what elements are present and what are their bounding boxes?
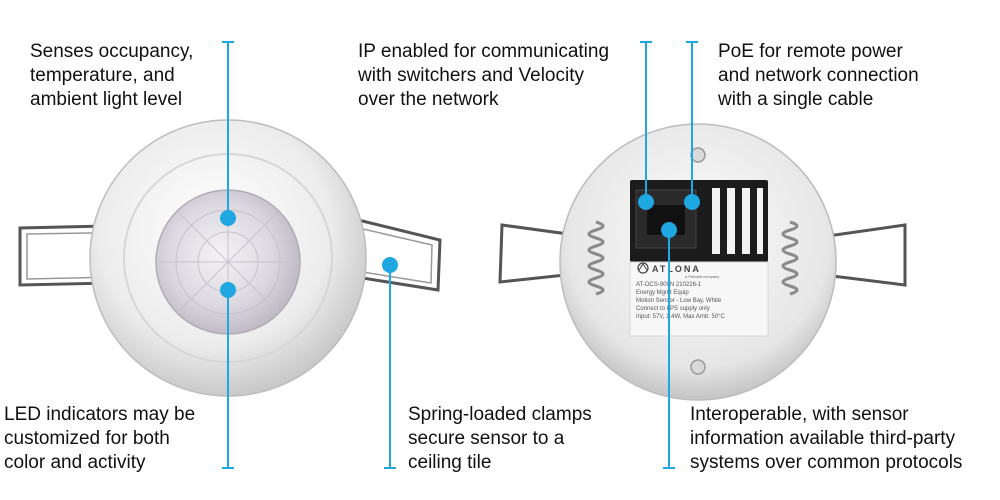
callout-line: with a single cable: [718, 89, 874, 110]
label-brand: ATLONA: [652, 264, 701, 274]
ip-leader: [638, 41, 654, 210]
poe-leader: [684, 41, 700, 210]
front-sensor-device: [18, 119, 442, 397]
right-spring: [781, 220, 799, 296]
occupancy-callout: Senses occupancy, temperature, and ambie…: [30, 40, 193, 112]
left-spring: [587, 220, 605, 296]
vent-slots: [712, 188, 763, 254]
callout-leaders: [220, 41, 700, 469]
top-screw: [690, 147, 706, 163]
clamps-callout: Spring-loaded clamps secure sensor to a …: [408, 403, 592, 475]
left-spring-clip: [498, 223, 613, 284]
clamps-leader: [382, 257, 398, 469]
label-line: Input: 57V, 1.4W, Max Amb: 50°C: [636, 314, 726, 320]
callout-line: systems over common protocols: [690, 452, 963, 473]
label-sub-brand: a Panduit company: [685, 274, 719, 279]
callout-line: PoE for remote power: [718, 41, 903, 62]
bottom-screw: [690, 359, 706, 375]
callout-line: color and activity: [4, 452, 146, 473]
interop-leader: [661, 222, 677, 469]
led-callout: LED indicators may be customized for bot…: [4, 403, 195, 475]
ip-enabled-callout: IP enabled for communicating with switch…: [358, 40, 609, 112]
callout-line: customized for both: [4, 428, 170, 449]
callout-line: ceiling tile: [408, 452, 492, 473]
callout-line: with switchers and Velocity: [358, 65, 584, 86]
product-label: [629, 261, 769, 337]
callout-line: Interoperable, with sensor: [690, 404, 909, 425]
occupancy-marker-dot: [220, 210, 236, 226]
poe-marker-dot: [684, 194, 700, 210]
callout-line: Spring-loaded clamps: [408, 404, 592, 425]
atlona-logo-icon: [637, 262, 649, 274]
callout-line: temperature, and: [30, 65, 175, 86]
poe-callout: PoE for remote power and network connect…: [718, 40, 919, 112]
led-leader: [220, 282, 236, 469]
callout-line: ambient light level: [30, 89, 183, 110]
occupancy-leader: [220, 41, 236, 226]
callout-line: LED indicators may be: [4, 404, 196, 425]
callout-line: information available third-party: [690, 428, 956, 449]
callout-line: IP enabled for communicating: [358, 41, 610, 62]
interop-callout: Interoperable, with sensor information a…: [690, 403, 962, 475]
label-line: Motion Sensor - Low Bay, White: [636, 298, 722, 304]
callout-line: and network connection: [718, 65, 919, 86]
rear-sensor-device: ATLONA a Panduit company AT-OCS-900N 210…: [498, 123, 907, 401]
right-spring-clip: [799, 223, 907, 287]
label-line: Connect to LPS supply only: [636, 306, 710, 312]
label-line: Energy Mgmt Equip: [636, 290, 689, 296]
callout-line: Senses occupancy,: [30, 41, 194, 62]
callout-line: secure sensor to a: [408, 428, 565, 449]
ip-marker-dot: [638, 194, 654, 210]
callout-line: over the network: [358, 89, 499, 110]
